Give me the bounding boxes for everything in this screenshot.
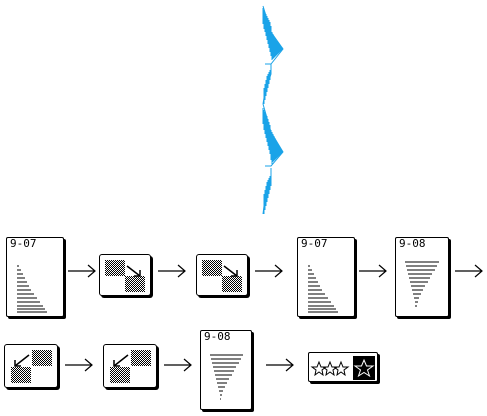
arrow-right-icon — [68, 264, 96, 278]
block-shift-tile[interactable] — [196, 254, 248, 296]
arrow-right-icon — [455, 264, 483, 278]
triangle-down-shade-icon — [405, 261, 439, 307]
pattern-code: 9-07 — [10, 237, 37, 250]
block-shift-tile[interactable] — [99, 254, 151, 296]
block-diagonal-down-left-icon — [11, 350, 52, 383]
pattern-code: 9-08 — [399, 237, 426, 250]
block-diagonal-down-left-icon — [110, 350, 151, 383]
triangle-right-shade-icon — [17, 265, 47, 313]
arrow-right-icon — [164, 358, 192, 372]
arrow-right-icon — [359, 264, 387, 278]
pattern-card-9-08[interactable]: 9-08 — [200, 330, 252, 410]
block-diagonal-down-right-icon — [105, 260, 145, 292]
pattern-card-9-07[interactable]: 9-07 — [297, 237, 355, 317]
pattern-card-9-07[interactable]: 9-07 — [6, 237, 64, 317]
arrow-right-icon — [158, 264, 186, 278]
pattern-code: 9-08 — [204, 330, 231, 343]
stars-mode-icon — [310, 356, 376, 380]
block-diagonal-down-right-icon — [202, 260, 242, 292]
arrow-right-icon — [255, 264, 283, 278]
arrow-right-icon — [266, 358, 294, 372]
block-shift-tile[interactable] — [4, 344, 58, 388]
pattern-code: 9-07 — [301, 237, 328, 250]
stitch-preview-graphic — [262, 5, 284, 215]
block-shift-tile[interactable] — [103, 344, 157, 388]
triangle-right-shade-icon — [308, 265, 338, 313]
stars-mode-button[interactable] — [308, 352, 378, 382]
arrow-right-icon — [65, 358, 93, 372]
pattern-card-9-08[interactable]: 9-08 — [395, 237, 449, 317]
triangle-down-shade-icon — [210, 354, 243, 400]
